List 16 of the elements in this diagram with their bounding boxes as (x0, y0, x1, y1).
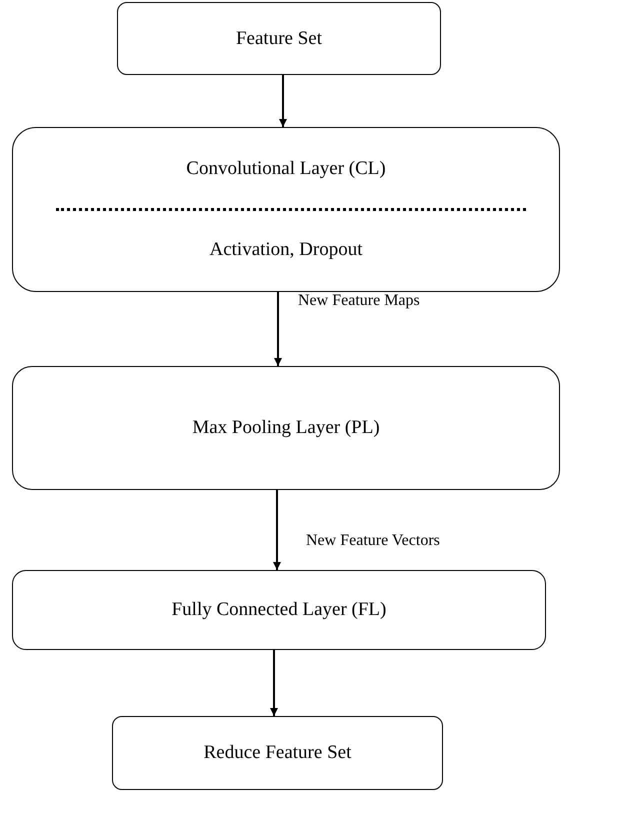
arrow (274, 292, 282, 366)
arrow (279, 75, 287, 127)
process-box (12, 127, 560, 292)
box-text: Reduce Feature Set (204, 742, 352, 764)
process-box (12, 570, 546, 650)
box-text: Activation, Dropout (209, 239, 363, 261)
box-text: Fully Connected Layer (FL) (172, 599, 386, 621)
edge-label: New Feature Maps (296, 292, 422, 310)
arrow (270, 650, 278, 716)
arrow (273, 490, 281, 570)
process-box (117, 2, 441, 75)
process-box (112, 716, 443, 790)
box-text: Convolutional Layer (CL) (186, 158, 386, 180)
box-text: Feature Set (236, 28, 322, 50)
process-box (12, 366, 560, 490)
box-text: Max Pooling Layer (PL) (192, 417, 380, 439)
